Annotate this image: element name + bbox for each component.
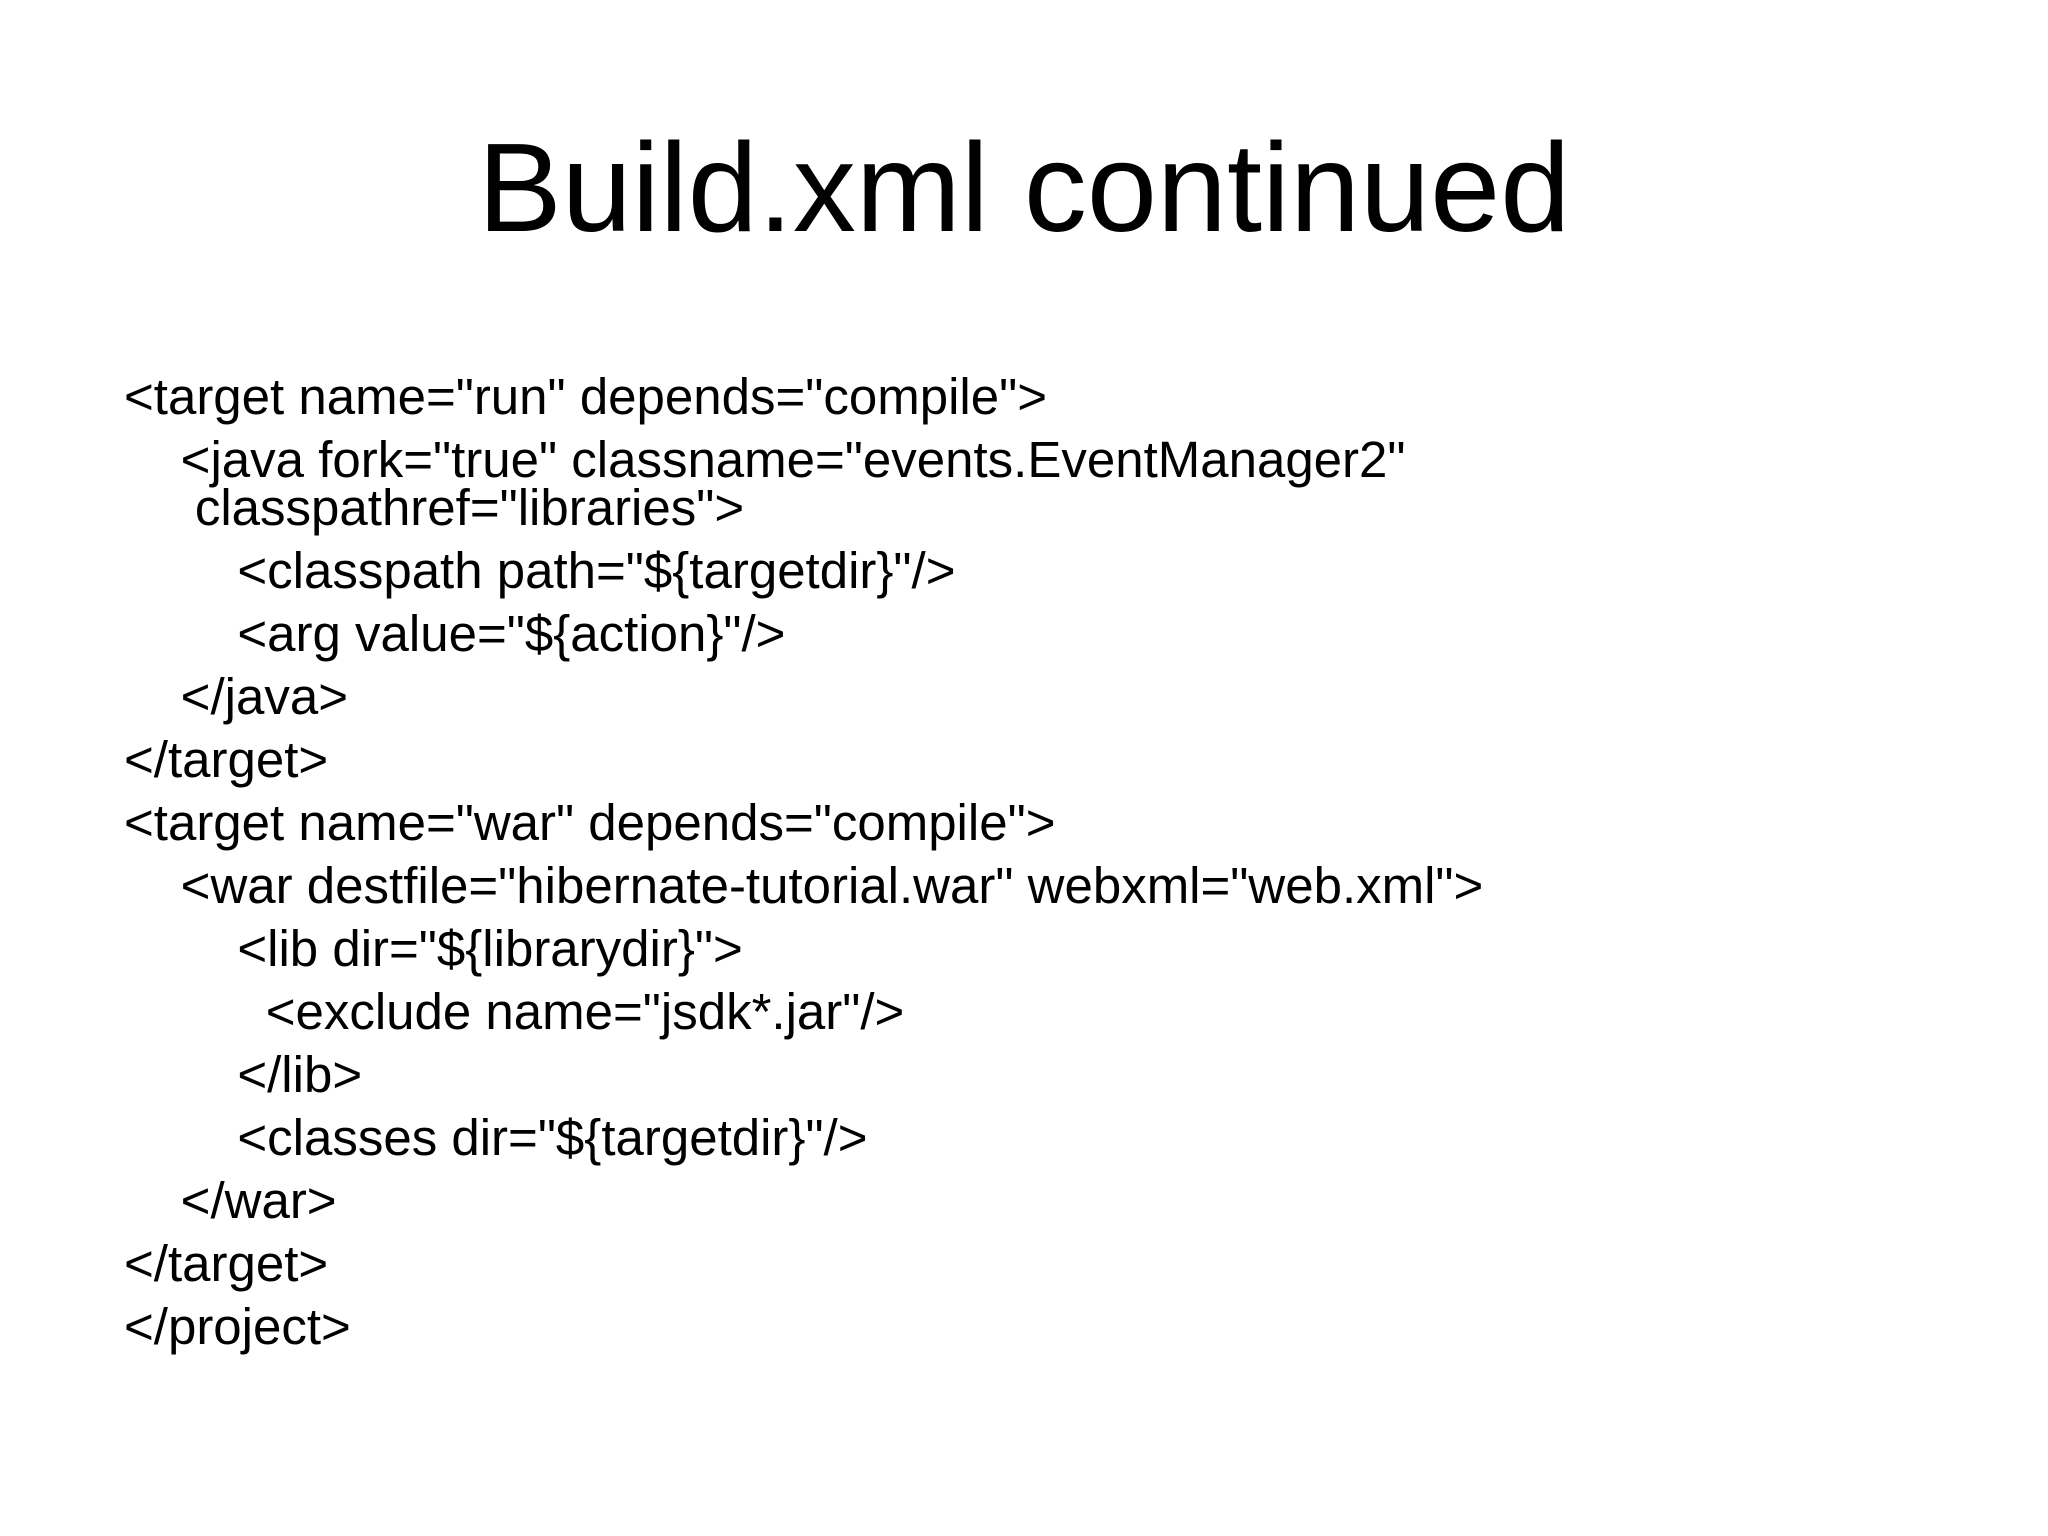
code-line: <java fork="true" classname="events.Even… bbox=[124, 431, 1406, 488]
code-line: <exclude name="jsdk*.jar"/> bbox=[124, 983, 905, 1040]
code-line: </target> bbox=[124, 731, 329, 788]
slide-title: Build.xml continued bbox=[477, 117, 1571, 258]
code-line: </war> bbox=[124, 1172, 337, 1229]
code-line: </target> bbox=[124, 1235, 329, 1292]
code-line: </lib> bbox=[124, 1046, 363, 1103]
code-line: <lib dir="${librarydir}"> bbox=[124, 920, 743, 977]
code-line: <war destfile="hibernate-tutorial.war" w… bbox=[124, 857, 1484, 914]
code-line: <target name="run" depends="compile"> bbox=[124, 368, 1048, 425]
code-line: </project> bbox=[124, 1298, 351, 1355]
code-line: <classes dir="${targetdir}"/> bbox=[124, 1109, 868, 1166]
code-block: <target name="run" depends="compile"> <j… bbox=[124, 365, 1483, 1358]
code-line: <target name="war" depends="compile"> bbox=[124, 794, 1056, 851]
code-line: </java> bbox=[124, 668, 348, 725]
code-line: <classpath path="${targetdir}"/> bbox=[124, 542, 956, 599]
code-line: classpathref="libraries"> bbox=[124, 479, 745, 536]
code-line: <arg value="${action}"/> bbox=[124, 605, 786, 662]
